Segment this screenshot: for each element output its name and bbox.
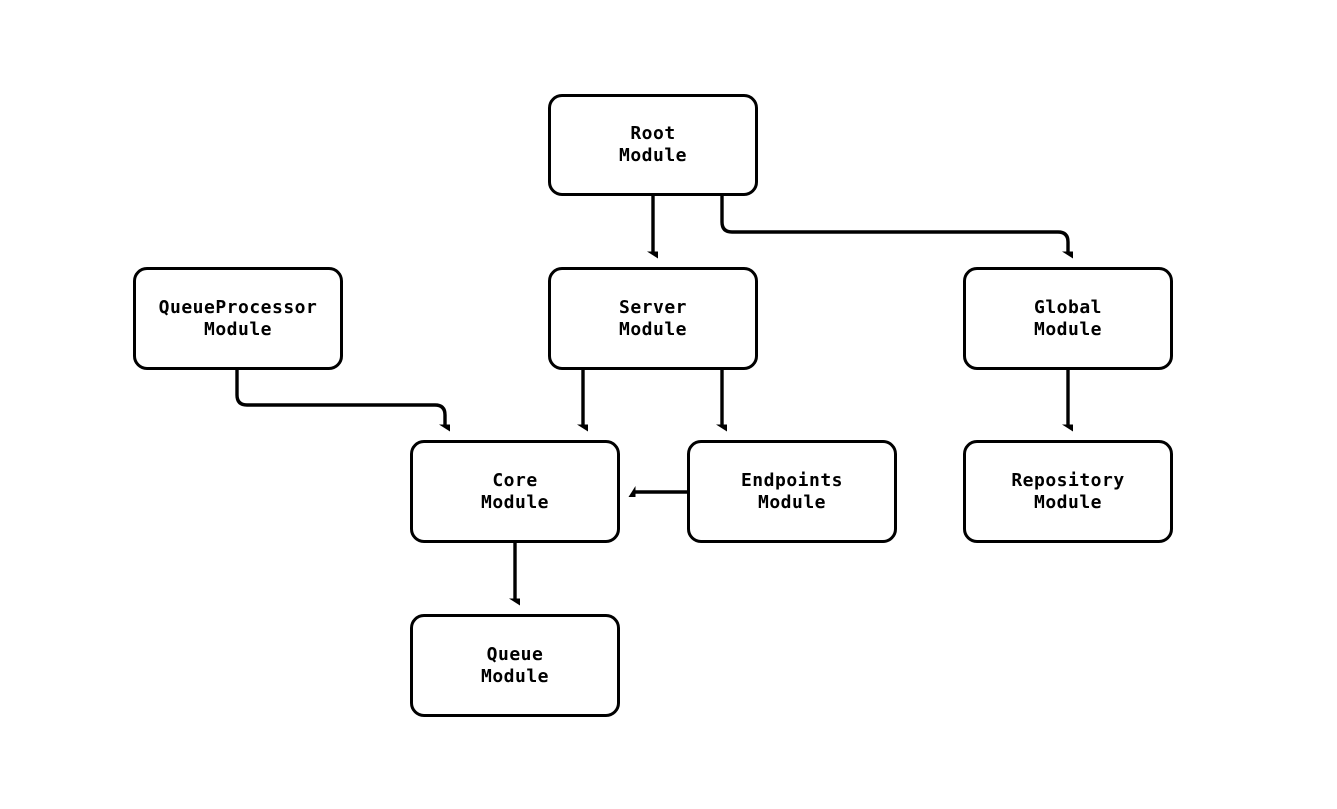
node-core-subtitle: Module [480, 491, 550, 513]
node-queueprocessor-subtitle: Module [203, 318, 273, 340]
node-server-subtitle: Module [618, 318, 688, 340]
node-global-title: Global [1033, 296, 1103, 318]
node-root[interactable]: Root Module [548, 94, 758, 196]
edge-root-to-global [720, 196, 1068, 252]
node-server[interactable]: Server Module [548, 267, 758, 370]
node-queueprocessor-title: QueueProcessor [158, 296, 318, 318]
node-core[interactable]: Core Module [410, 440, 620, 543]
node-repository-title: Repository [1011, 469, 1125, 491]
node-endpoints-title: Endpoints [740, 469, 844, 491]
node-core-title: Core [492, 469, 538, 491]
node-root-title: Root [630, 123, 676, 144]
node-queue-subtitle: Module [480, 665, 550, 687]
node-queue-title: Queue [486, 643, 544, 665]
node-global-subtitle: Module [1033, 318, 1103, 340]
node-repository-subtitle: Module [1033, 491, 1103, 513]
node-queueprocessor[interactable]: QueueProcessor Module [133, 267, 343, 370]
node-endpoints-subtitle: Module [757, 491, 827, 513]
node-root-subtitle: Module [618, 145, 688, 166]
node-server-title: Server [618, 296, 688, 318]
node-global[interactable]: Global Module [963, 267, 1173, 370]
node-repository[interactable]: Repository Module [963, 440, 1173, 543]
node-queue[interactable]: Queue Module [410, 614, 620, 717]
edge-queueprocessor-to-core [235, 370, 445, 425]
node-endpoints[interactable]: Endpoints Module [687, 440, 897, 543]
